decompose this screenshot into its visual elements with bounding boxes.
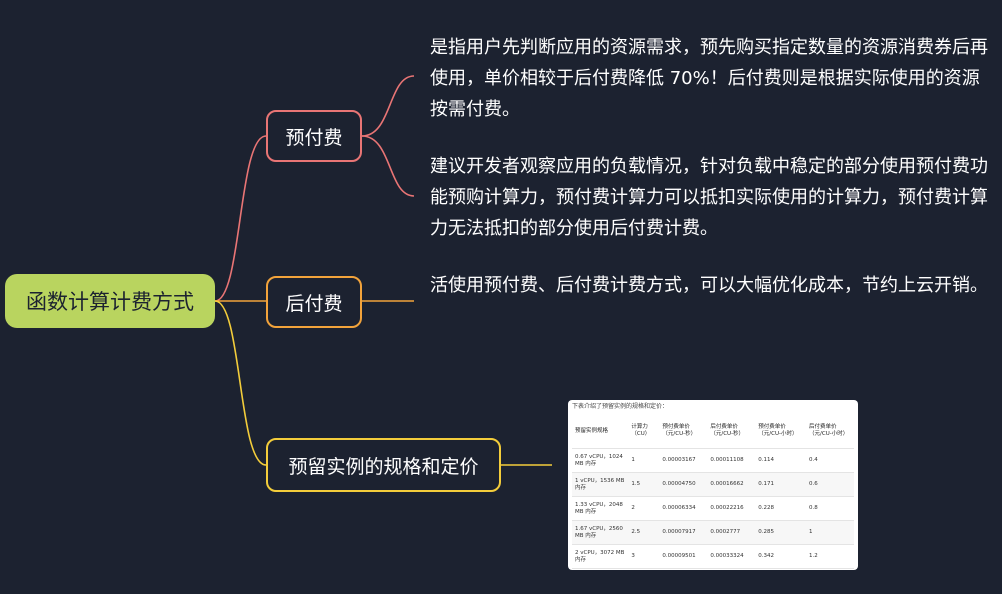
table-cell: 0.342 [755, 544, 807, 569]
table-cell: 1 vCPU，1536 MB 内存 [572, 472, 629, 497]
table-cell: 0.0002777 [707, 520, 756, 545]
note-prepaid-definition: 是指用户先判断应用的资源需求，预先购买指定数量的资源消费券后再使用，单价相较于后… [430, 37, 988, 120]
table-cell: 0.00033324 [707, 544, 756, 569]
table-cell: 1.5 [628, 472, 660, 497]
table-cell: 0.67 vCPU，1024 MB 内存 [572, 448, 629, 473]
note-postpaid-summary: 活使用预付费、后付费计费方式，可以大幅优化成本，节约上云开销。 [430, 275, 988, 296]
table-cell: 1.2 [806, 544, 854, 569]
branch-postpaid[interactable]: 后付费 [266, 276, 362, 328]
table-row: 0.67 vCPU，1024 MB 内存 1 0.00003167 0.0001… [572, 448, 854, 473]
header-cell: 预留实例规格 [572, 414, 629, 449]
table-row: 1.33 vCPU，2048 MB 内存 2 0.00006334 0.0002… [572, 496, 854, 521]
header-cell: 预付费单价（元/CU-小时） [755, 414, 807, 449]
table-row: 1 vCPU，1536 MB 内存 1.5 0.00004750 0.00016… [572, 472, 854, 497]
table-cell: 0.00007917 [659, 520, 708, 545]
branch-reserved-instance[interactable]: 预留实例的规格和定价 [266, 438, 501, 492]
note-prepaid-recommendation: 建议开发者观察应用的负载情况，针对负载中稳定的部分使用预付费功能预购计算力，预付… [430, 156, 988, 239]
table-cell: 0.00006334 [659, 496, 708, 521]
table-row: 2 vCPU，3072 MB 内存 3 0.00009501 0.0003332… [572, 544, 854, 569]
table-cell: 1 [628, 448, 660, 473]
table-cell: 0.285 [755, 520, 807, 545]
table-cell: 3 [628, 544, 660, 569]
table-cell: 0.00004750 [659, 472, 708, 497]
table-cell: 0.00003167 [659, 448, 708, 473]
branch-prepaid[interactable]: 预付费 [266, 110, 362, 162]
header-cell: 后付费单价（元/CU-小时） [806, 414, 854, 449]
pricing-table: 预留实例规格 计算力（CU） 预付费单价（元/CU-秒） 后付费单价（元/CU-… [572, 414, 854, 569]
edge-root-prepaid [214, 135, 267, 302]
header-cell: 计算力（CU） [628, 414, 660, 449]
table-cell: 0.6 [806, 472, 854, 497]
edge-root-reserved [214, 300, 267, 466]
table-cell: 0.00009501 [659, 544, 708, 569]
table-cell: 2 [628, 496, 660, 521]
table-cell: 0.114 [755, 448, 807, 473]
table-cell: 2 vCPU，3072 MB 内存 [572, 544, 629, 569]
table-cell: 0.4 [806, 448, 854, 473]
table-cell: 1.33 vCPU，2048 MB 内存 [572, 496, 629, 521]
table-cell: 1.67 vCPU，2560 MB 内存 [572, 520, 629, 545]
table-row: 1.67 vCPU，2560 MB 内存 2.5 0.00007917 0.00… [572, 520, 854, 545]
header-cell: 预付费单价（元/CU-秒） [659, 414, 708, 449]
edge-prepaid-note1 [361, 75, 415, 137]
table-cell: 0.8 [806, 496, 854, 521]
table-header-row: 预留实例规格 计算力（CU） 预付费单价（元/CU-秒） 后付费单价（元/CU-… [572, 414, 854, 449]
pricing-table-image: 下表介绍了预留实例的规格和定价： 预留实例规格 计算力（CU） 预付费单价（元/… [568, 400, 858, 570]
table-cell: 0.00016662 [707, 472, 756, 497]
root-node[interactable]: 函数计算计费方式 [5, 274, 215, 328]
table-cell: 0.00022216 [707, 496, 756, 521]
table-cell: 1 [806, 520, 854, 545]
table-caption: 下表介绍了预留实例的规格和定价： [572, 403, 669, 410]
table-cell: 2.5 [628, 520, 660, 545]
table-cell: 0.00011108 [707, 448, 756, 473]
table-cell: 0.228 [755, 496, 807, 521]
header-cell: 后付费单价（元/CU-秒） [707, 414, 756, 449]
table-cell: 0.171 [755, 472, 807, 497]
edge-prepaid-note2 [361, 135, 415, 197]
